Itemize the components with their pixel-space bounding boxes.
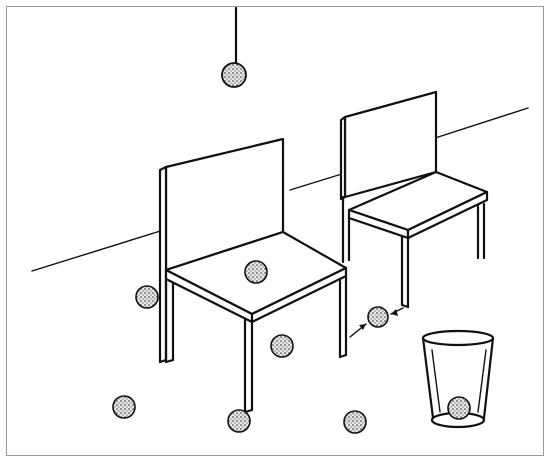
floor-line [31, 107, 529, 272]
ball-bottom-right [343, 410, 367, 434]
ball-left [135, 285, 159, 309]
ball-bottom-left [112, 395, 136, 419]
ball-under-chair [270, 334, 294, 358]
back-chair [339, 90, 489, 309]
glass [421, 329, 495, 429]
ball-bottom-center [227, 409, 251, 433]
hanging-ball [221, 6, 247, 88]
ball-between-chairs [349, 306, 404, 338]
ball-in-glass [447, 396, 471, 420]
ball-on-seat [244, 260, 268, 284]
